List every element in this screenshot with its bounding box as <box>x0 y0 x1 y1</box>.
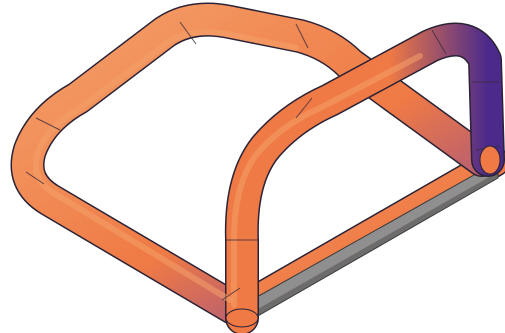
seam-line <box>221 287 241 301</box>
front-arch-end-cap <box>225 308 259 328</box>
seam-line <box>431 29 447 55</box>
back-loop-highlight <box>32 29 299 303</box>
floor-plate-top <box>248 166 498 310</box>
floor-plate-side <box>256 172 498 317</box>
back-loop-tube <box>12 4 498 328</box>
seam-line <box>25 171 45 185</box>
seam-line <box>35 117 61 131</box>
front-arch-highlight <box>231 53 423 308</box>
tube-segment-seams <box>25 21 501 301</box>
seam-line <box>179 21 197 45</box>
seam-line <box>295 23 309 49</box>
seam-line <box>295 97 313 119</box>
back-rail-end-cap <box>479 145 501 175</box>
